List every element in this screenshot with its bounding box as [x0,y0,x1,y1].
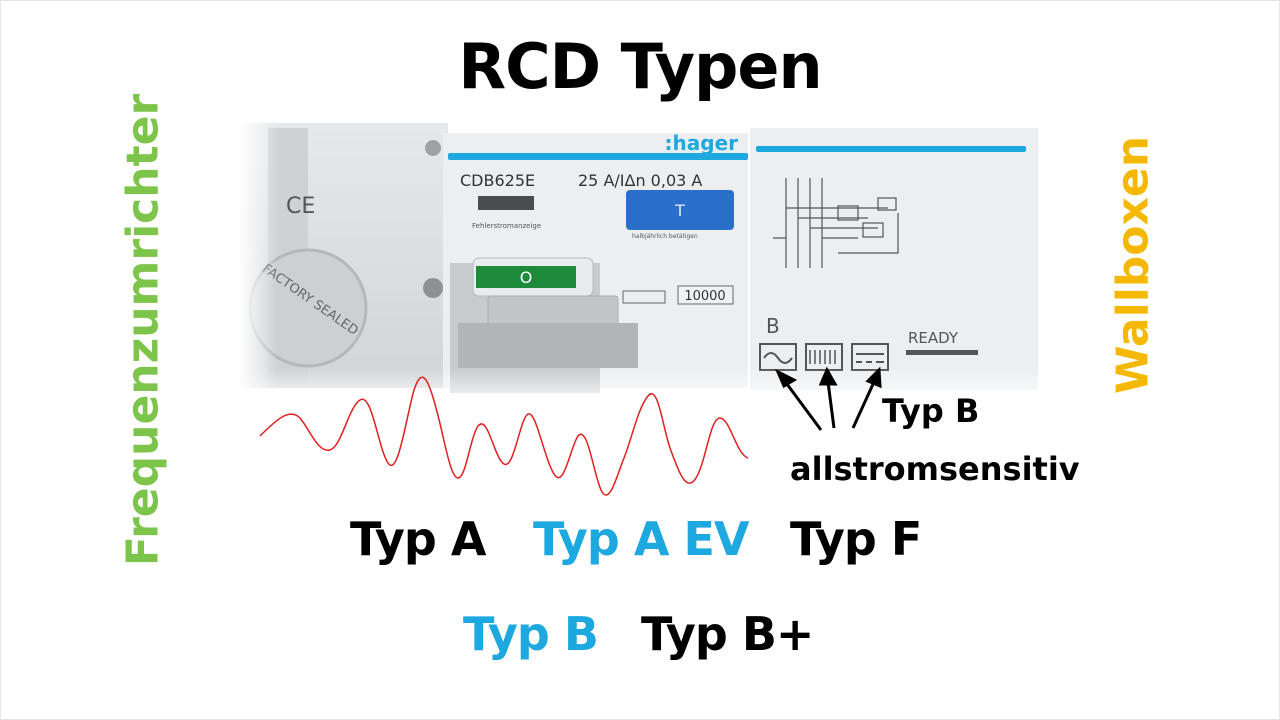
label-typ-f: Typ F [790,512,922,566]
label-typ-b-plus: Typ B+ [641,607,814,661]
ready-text: READY [908,329,959,347]
slide-title: RCD Typen [458,30,822,103]
annotation-typ-b: Typ B [882,392,980,430]
test-button-symbol: T [674,201,685,220]
fault-indicator-window [478,196,534,210]
label-typ-b: Typ B [463,607,599,661]
rcd-device-illustration: CE FACTORY SEALED :hager CDB625E 25 A/IΔ… [238,118,1038,496]
rating-text: 25 A/IΔn 0,03 A [578,171,702,190]
model-text: CDB625E [460,171,535,190]
counter-text: 10000 [684,289,725,304]
label-typ-a: Typ A [350,512,486,566]
annotation-arrows [775,366,882,431]
label-typ-a-ev: Typ A EV [533,512,749,566]
switch-status [476,266,576,288]
circuit-schematic [773,178,899,268]
test-button [626,190,734,230]
indicator-label: Fehlerstromanzeige [472,222,541,230]
test-button-label: halbjährlich betätigen [632,233,698,240]
annotation-allstromsensitiv: allstromsensitiv [790,450,1080,488]
brand-logo: :hager [665,131,739,155]
label-wallboxen: Wallboxen [1107,135,1159,395]
switch-symbol: O [520,268,533,287]
type-letter: B [766,314,780,338]
ce-mark: CE [286,194,315,219]
right-module [750,128,1038,390]
label-frequenzumrichter: Frequenzumrichter [117,93,169,567]
residual-current-waveform [259,376,749,496]
